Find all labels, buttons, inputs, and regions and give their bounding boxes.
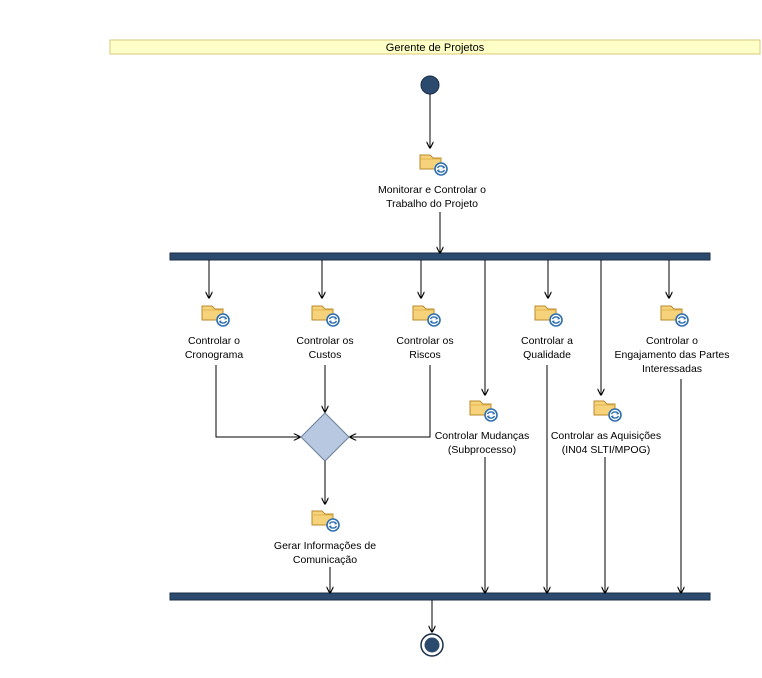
task-label-line: Riscos	[409, 349, 441, 361]
task-label-line: Controlar os	[396, 335, 453, 347]
task-riscos[interactable]: Controlar os Riscos	[396, 305, 454, 361]
task-label: Gerar Informações de Comunicação	[274, 540, 376, 566]
task-subprocess-icon	[534, 305, 563, 327]
task-monitorar[interactable]: Monitorar e Controlar o Trabalho do Proje…	[378, 154, 486, 210]
task-mudancas[interactable]: Controlar Mudanças (Subprocesso)	[435, 400, 530, 456]
task-label: Monitorar e Controlar o Trabalho do Proje…	[378, 184, 486, 210]
task-label-line: Cronograma	[185, 349, 244, 361]
task-label-line: Qualidade	[523, 349, 571, 361]
task-label-line: (Subprocesso)	[448, 444, 516, 456]
task-subprocess-icon	[419, 154, 448, 176]
task-label: Controlar Mudanças (Subprocesso)	[435, 430, 530, 456]
fork-bar[interactable]	[169, 252, 711, 261]
task-label: Controlar os Custos	[296, 335, 353, 361]
join-bar[interactable]	[169, 592, 711, 601]
task-label-line: Trabalho do Projeto	[386, 198, 478, 210]
task-aquisicoes[interactable]: Controlar as Aquisições (IN04 SLTI/MPOG)	[551, 400, 661, 456]
task-label-line: Gerar Informações de	[274, 540, 376, 552]
task-label-line: Engajamento das Partes	[615, 349, 730, 361]
merge-diamond[interactable]	[300, 412, 350, 462]
swimlane-header	[109, 39, 761, 55]
task-label: Controlar as Aquisições (IN04 SLTI/MPOG)	[551, 430, 661, 456]
task-comunicacao[interactable]: Gerar Informações de Comunicação	[274, 510, 376, 566]
task-subprocess-icon	[469, 400, 498, 422]
task-label-line: Controlar a	[521, 335, 573, 347]
arrow-cronograma-to-diamond	[215, 365, 300, 437]
task-subprocess-icon	[593, 400, 622, 422]
task-qualidade[interactable]: Controlar a Qualidade	[521, 305, 573, 361]
arrow-riscos-to-diamond	[350, 365, 431, 437]
task-label-line: Custos	[309, 349, 342, 361]
flow-arrows	[209, 94, 681, 632]
task-label-line: Controlar as Aquisições	[551, 430, 661, 442]
task-label-line: Controlar o	[646, 335, 698, 347]
start-node[interactable]	[420, 75, 440, 95]
task-subprocess-icon	[660, 305, 689, 327]
end-node-inner	[424, 637, 440, 653]
task-label: Controlar a Qualidade	[521, 335, 573, 361]
task-label-line: Controlar o	[188, 335, 240, 347]
task-subprocess-icon	[412, 305, 441, 327]
tasks-layer: Monitorar e Controlar o Trabalho do Proje…	[185, 154, 730, 566]
task-label: Controlar o Cronograma	[185, 335, 244, 361]
task-subprocess-icon	[311, 510, 340, 532]
task-label-line: (IN04 SLTI/MPOG)	[562, 444, 651, 456]
task-subprocess-icon	[201, 305, 230, 327]
task-label-line: Controlar Mudanças	[435, 430, 530, 442]
task-label-line: Monitorar e Controlar o	[378, 184, 486, 196]
task-label-line: Controlar os	[296, 335, 353, 347]
task-label-line: Interessadas	[642, 363, 702, 375]
task-label-line: Comunicação	[293, 554, 357, 566]
task-custos[interactable]: Controlar os Custos	[296, 305, 354, 361]
task-subprocess-icon	[311, 305, 340, 327]
task-cronograma[interactable]: Controlar o Cronograma	[185, 305, 244, 361]
task-label: Controlar os Riscos	[396, 335, 453, 361]
swimlane-title: Gerente de Projetos	[386, 42, 485, 54]
